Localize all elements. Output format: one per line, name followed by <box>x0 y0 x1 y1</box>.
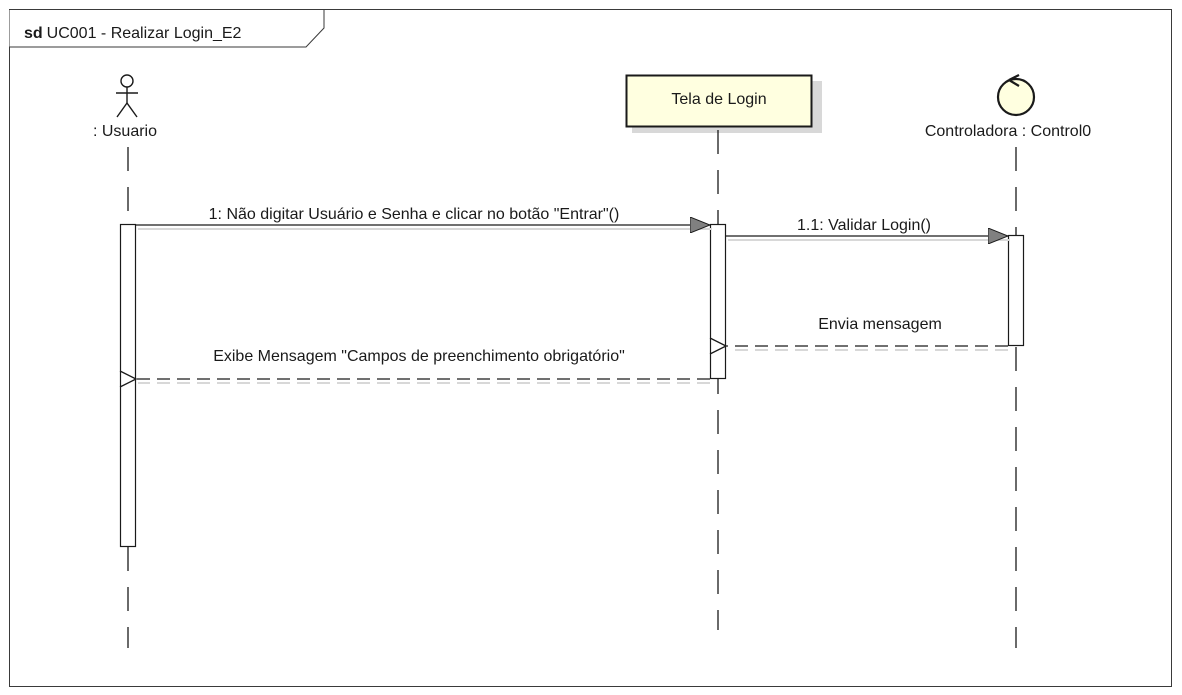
frame-tab <box>9 9 325 48</box>
control-icon <box>996 74 1036 117</box>
boundary-box <box>625 74 813 128</box>
message-3-label: Envia mensagem <box>818 316 942 333</box>
actor-label: : Usuario <box>93 123 157 140</box>
control-activation-bar <box>1007 234 1025 347</box>
boundary-activation-bar <box>709 223 727 380</box>
message-4-label: Exibe Mensagem "Campos de preenchimento … <box>213 348 625 365</box>
message-2-label: 1.1: Validar Login() <box>797 217 931 234</box>
actor-icon <box>116 74 138 118</box>
control-label: Controladora : Control0 <box>925 123 1091 140</box>
actor-activation-bar <box>119 223 137 548</box>
message-1-label: 1: Não digitar Usuário e Senha e clicar … <box>209 206 620 223</box>
boundary-label: Tela de Login <box>671 91 766 108</box>
frame-name: UC001 - Realizar Login_E2 <box>47 25 242 42</box>
frame-border <box>9 9 1172 687</box>
frame-keyword: sd <box>24 25 43 42</box>
